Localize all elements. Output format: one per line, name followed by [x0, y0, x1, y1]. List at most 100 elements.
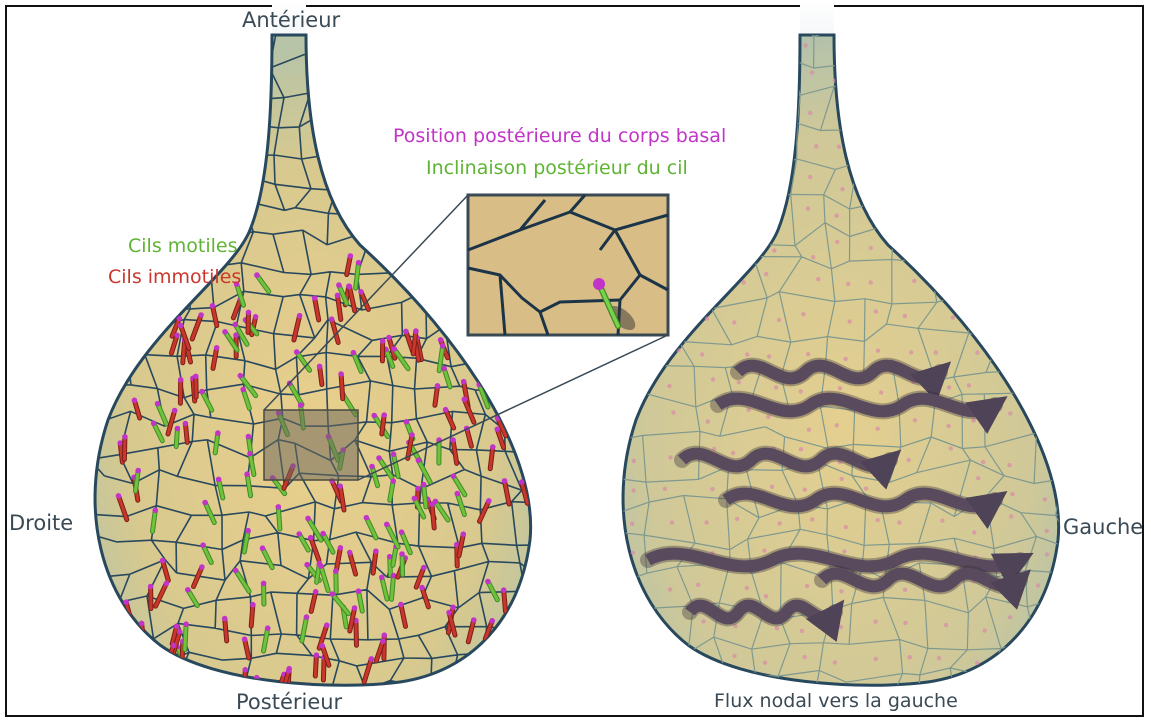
basal-body	[443, 407, 449, 413]
basal-body	[371, 413, 377, 419]
flow-arrow	[690, 606, 835, 619]
basal-body	[376, 455, 382, 461]
zoom-region	[264, 410, 358, 480]
basal-body	[490, 444, 496, 450]
basal-body	[318, 563, 324, 569]
basal-body	[386, 335, 392, 341]
basal-body	[253, 314, 259, 320]
basal-body	[122, 434, 128, 440]
basal-body	[338, 545, 344, 551]
basal-body	[185, 587, 191, 593]
basal-body	[347, 284, 353, 290]
basal-body	[440, 343, 446, 349]
basal-body	[244, 471, 250, 477]
basal-body	[297, 313, 303, 319]
basal-body	[178, 377, 184, 383]
flow-arrow	[682, 454, 890, 467]
basal-body	[178, 323, 184, 329]
basal-body	[174, 624, 180, 630]
basal-body	[450, 437, 456, 443]
basal-body	[419, 585, 425, 591]
basal-body	[412, 496, 418, 502]
basal-body	[222, 329, 228, 335]
basal-body	[364, 515, 370, 521]
basal-body	[153, 508, 159, 514]
basal-body	[403, 329, 409, 335]
basal-body	[238, 373, 244, 379]
basal-body	[246, 434, 252, 440]
basal-body	[399, 551, 405, 557]
basal-body	[438, 337, 444, 343]
basal-body	[247, 451, 253, 457]
basal-body	[260, 545, 266, 551]
basal-body	[177, 629, 183, 635]
basal-body	[333, 568, 339, 574]
basal-body	[246, 310, 252, 316]
basal-body	[398, 602, 404, 608]
basal-body	[215, 430, 221, 436]
basal-body	[294, 349, 300, 355]
basal-body	[347, 550, 353, 556]
label-left: Gauche	[1063, 515, 1143, 539]
basal-body	[171, 643, 177, 649]
basal-body	[429, 502, 435, 508]
basal-body	[312, 295, 318, 301]
basal-body	[462, 397, 468, 403]
basal-body	[199, 389, 205, 395]
basal-body	[369, 464, 375, 470]
basal-body	[245, 528, 251, 534]
basal-body	[305, 516, 311, 522]
basal-body	[155, 401, 161, 407]
basal-body	[391, 451, 397, 457]
label-right: Droite	[9, 511, 73, 535]
basal-body	[461, 379, 467, 385]
right-node	[608, 0, 1107, 720]
basal-body	[222, 616, 228, 622]
basal-body	[183, 621, 189, 627]
basal-body	[356, 260, 362, 266]
basal-body	[451, 473, 457, 479]
label-posterior: Postérieur	[236, 690, 342, 714]
basal-body	[243, 667, 249, 673]
basal-body	[446, 610, 452, 616]
flow-arrow	[822, 574, 1020, 587]
basal-body	[317, 364, 323, 370]
basal-body	[172, 408, 178, 414]
left-node	[86, 0, 554, 722]
zoom-inset	[468, 195, 668, 335]
basal-body	[421, 565, 427, 571]
basal-body	[202, 500, 208, 506]
basal-body	[356, 588, 362, 594]
basal-body	[298, 402, 304, 408]
label-nodal-flow: Flux nodal vers la gauche	[714, 690, 958, 712]
label-motile-cilia: Cils motiles	[128, 235, 238, 257]
basal-body	[286, 668, 292, 674]
basal-body	[435, 383, 441, 389]
flow-arrow	[718, 399, 995, 412]
basal-body	[200, 542, 206, 548]
basal-body	[461, 531, 467, 537]
basal-body	[391, 346, 397, 352]
basal-body	[502, 478, 508, 484]
basal-body	[276, 504, 282, 510]
basal-body	[139, 621, 145, 627]
basal-body	[314, 652, 320, 658]
basal-body	[242, 636, 248, 642]
basal-body	[193, 374, 199, 380]
flow-arrow	[726, 494, 995, 507]
basal-body	[380, 338, 386, 344]
basal-body	[373, 548, 379, 554]
basal-body	[313, 589, 319, 595]
basal-body	[337, 483, 343, 489]
basal-body	[151, 421, 157, 427]
basal-body	[415, 486, 421, 492]
basal-body	[384, 522, 390, 528]
basal-body	[175, 426, 181, 432]
basal-body	[308, 535, 314, 541]
basal-body	[495, 426, 501, 432]
basal-body	[348, 253, 354, 259]
label-cilium-tilt: Inclinaison postérieur du cil	[426, 157, 688, 179]
basal-body	[296, 531, 302, 537]
basal-body	[304, 562, 310, 568]
